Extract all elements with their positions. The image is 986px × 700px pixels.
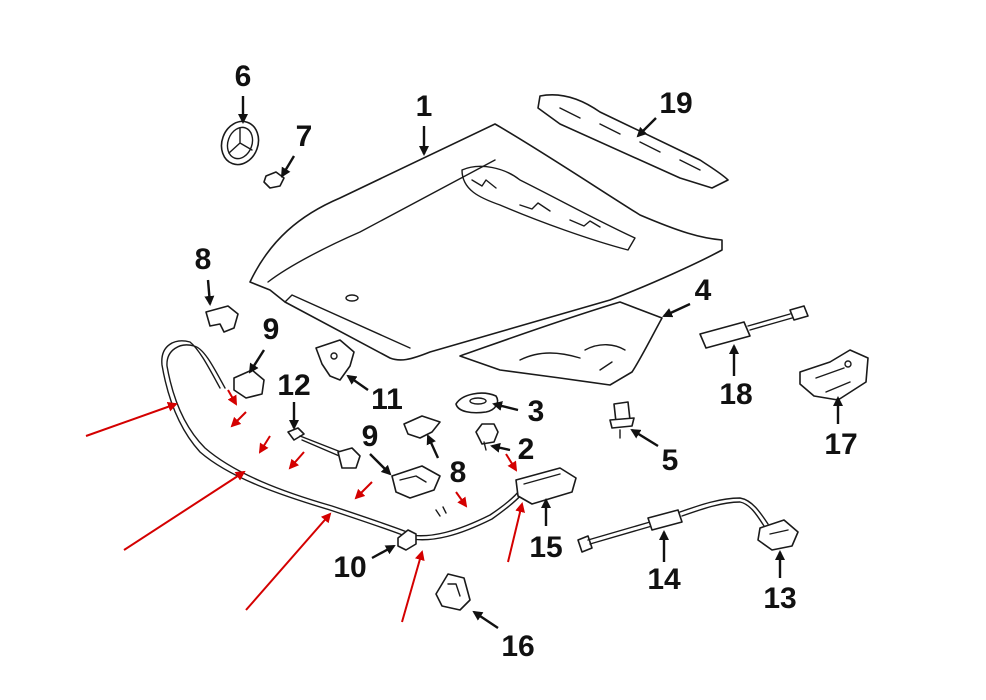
latch-bracket-upper-part (233, 369, 265, 399)
callout-8-upper: 8 (194, 243, 212, 276)
clip-bracket-part (435, 573, 471, 611)
callout-19: 19 (659, 87, 693, 120)
red-arrow-10 (227, 389, 237, 406)
clip-part (263, 171, 285, 189)
red-arrow-1 (85, 401, 178, 437)
star-emblem-part (220, 120, 260, 166)
release-cable-part (161, 340, 523, 551)
callout-13: 13 (763, 582, 797, 615)
callout-6: 6 (234, 60, 252, 93)
red-arrow-9 (354, 481, 373, 500)
red-arrow-3 (245, 512, 332, 611)
hood-part (249, 123, 723, 361)
red-arrow-5 (507, 502, 525, 563)
callout-18: 18 (719, 378, 753, 411)
release-handle-part (757, 519, 799, 551)
callout-11: 11 (371, 383, 403, 416)
red-arrow-11 (455, 491, 468, 508)
hood-hinge-part (799, 349, 869, 401)
bracket-middle-part (403, 415, 441, 439)
callout-leaders (204, 96, 843, 629)
callout-16: 16 (501, 630, 535, 663)
bumper-stop-part (475, 423, 499, 451)
red-arrow-8 (288, 451, 305, 470)
release-cable-right-part (577, 497, 769, 553)
callout-9-upper: 9 (262, 313, 280, 346)
red-arrow-4 (401, 550, 425, 623)
leader-9a (248, 349, 266, 374)
red-arrow-2 (123, 470, 246, 551)
callout-14: 14 (647, 563, 681, 596)
callout-15: 15 (529, 531, 563, 564)
leader-3 (492, 401, 519, 412)
leader-16 (472, 610, 499, 629)
callout-2: 2 (517, 433, 535, 466)
leader-2 (490, 442, 511, 453)
leader-7 (280, 155, 296, 178)
leader-4 (662, 302, 691, 318)
bracket-upper-part (205, 305, 239, 333)
buffer-part (455, 392, 499, 414)
leader-5 (630, 428, 659, 448)
callout-17: 17 (824, 428, 858, 461)
callout-9-lower: 9 (361, 420, 379, 453)
latch-bracket-lower-part (391, 465, 441, 499)
latch-housing-part (515, 467, 577, 505)
hood-insulation-part (459, 301, 663, 386)
callout-8-lower: 8 (449, 456, 467, 489)
leader-8a (204, 279, 215, 306)
push-pin-part (609, 401, 635, 439)
leader-19 (636, 117, 657, 138)
gas-strut-part (699, 305, 809, 349)
red-arrow-12 (505, 453, 518, 472)
callout-12: 12 (277, 369, 311, 402)
red-arrow-6 (230, 411, 247, 428)
callout-10: 10 (333, 551, 367, 584)
red-arrows (85, 389, 525, 623)
hood-latch-part (315, 339, 355, 381)
leader-11 (346, 374, 369, 391)
callout-1: 1 (415, 90, 433, 123)
support-rod-part (287, 427, 361, 469)
leader-10 (371, 544, 396, 560)
seal-strip-part (537, 93, 729, 189)
callout-5: 5 (661, 444, 679, 477)
leader-9b (369, 453, 392, 476)
callout-4: 4 (694, 274, 712, 307)
callout-3: 3 (527, 395, 545, 428)
leader-8b (426, 434, 440, 459)
red-arrow-7 (258, 435, 271, 454)
callout-7: 7 (295, 120, 313, 153)
